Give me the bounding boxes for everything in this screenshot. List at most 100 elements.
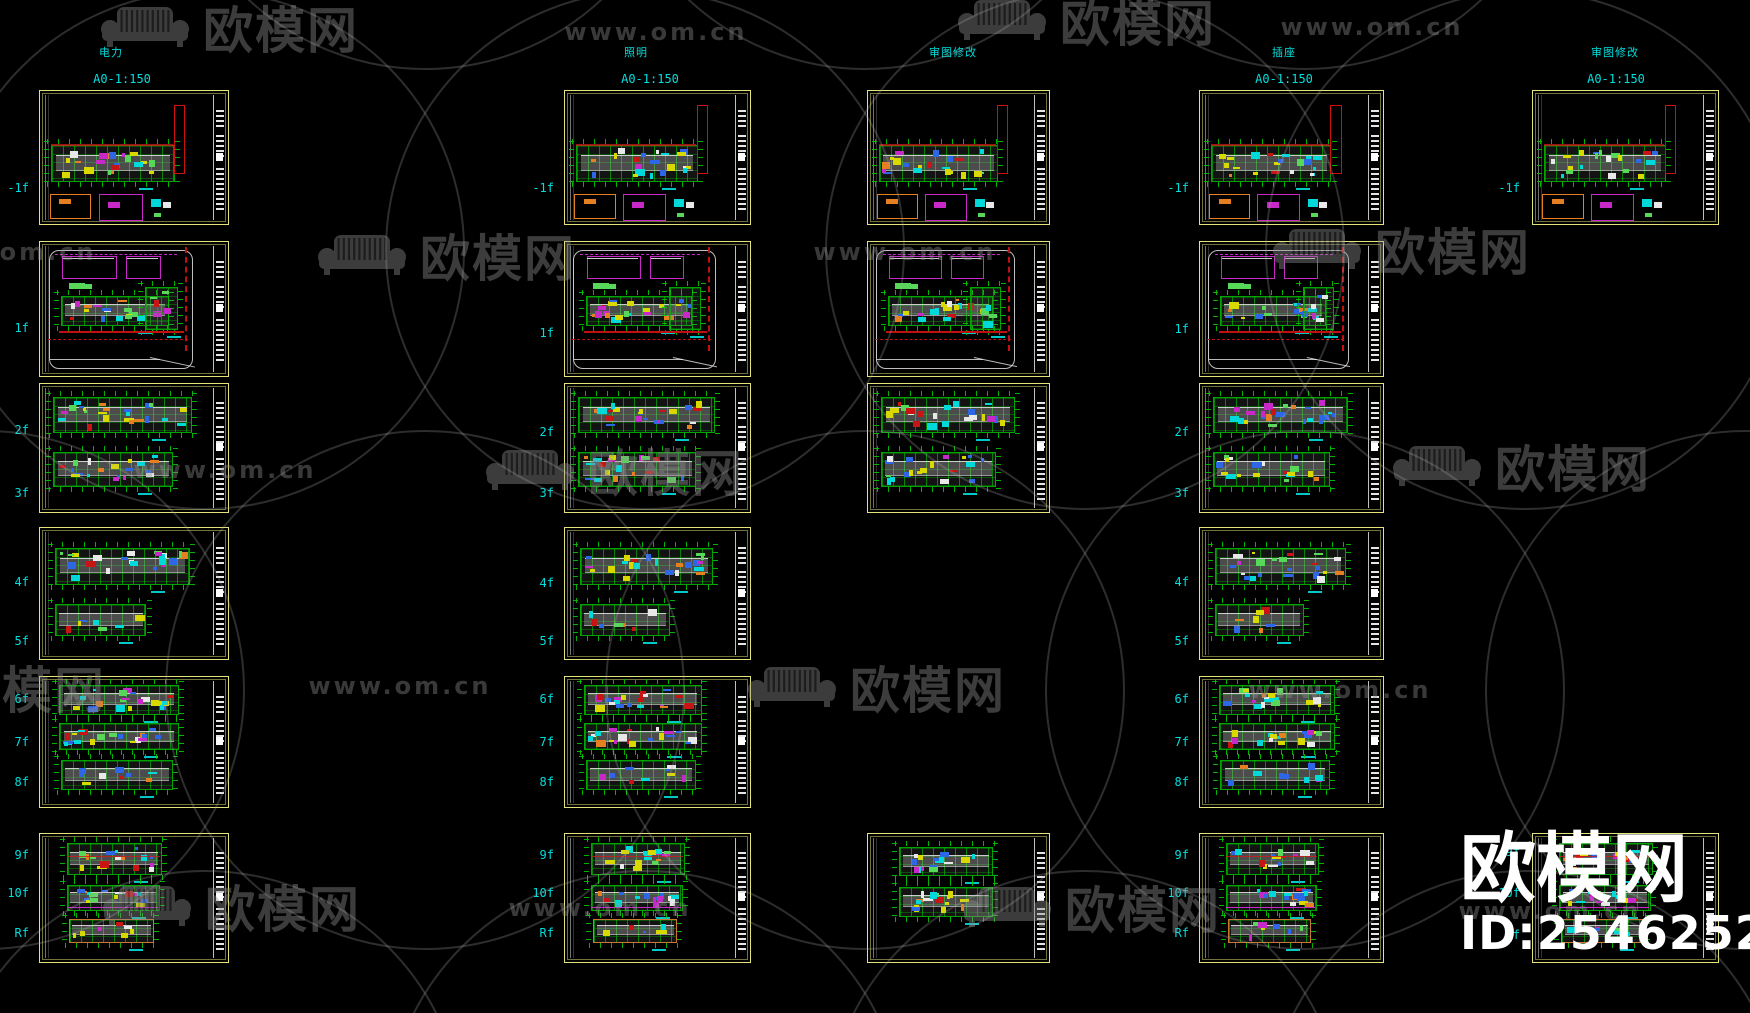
grid-ticks: [895, 881, 995, 887]
plan-element: [70, 303, 76, 309]
grid-ticks: [178, 719, 184, 753]
plan-element: [115, 850, 119, 854]
plan-element: [968, 414, 978, 421]
plan-element: [75, 300, 81, 308]
line-mark: [877, 358, 984, 360]
outline-shape: [574, 193, 616, 219]
plan-element: [83, 410, 87, 414]
grid-ticks: [1554, 914, 1560, 945]
floor-plan: [1227, 918, 1312, 943]
plan-element: [1593, 152, 1599, 155]
plan-element: [902, 162, 909, 168]
floor-label: Rf: [14, 926, 29, 940]
plan-element: [88, 423, 93, 431]
plan-element: [960, 171, 967, 179]
watermark-logo: 欧模网: [1389, 430, 1651, 502]
grid-ticks: [47, 139, 177, 144]
plan-element: [677, 152, 686, 156]
title-block-text: [738, 261, 746, 279]
plan-element: [158, 558, 166, 565]
plan-element: [1302, 730, 1307, 735]
outline-shape: [586, 255, 641, 280]
plan-element: [964, 922, 979, 925]
plan-element: [1616, 927, 1623, 931]
plan-element: [96, 701, 104, 707]
plan-element: [81, 781, 91, 786]
plan-element: [109, 170, 114, 175]
plan-element: [697, 561, 703, 564]
plan-element: [684, 741, 692, 744]
plan-element: [1272, 924, 1280, 929]
outline-shape: [1209, 193, 1251, 219]
floor-label: 6f: [1174, 692, 1189, 706]
grid-ticks: [873, 393, 879, 435]
outline-shape: [1208, 250, 1350, 370]
plan-element: [70, 575, 80, 581]
title-block: [735, 388, 747, 508]
line-mark: [1285, 257, 1315, 259]
plan-element: [134, 736, 142, 743]
plan-element: [685, 201, 694, 208]
title-block-text: [1037, 135, 1045, 158]
plan-element: [1229, 564, 1237, 569]
plan-element: [607, 565, 616, 573]
title-block-text: [216, 751, 224, 796]
plan-element: [944, 901, 949, 905]
plan-element: [1638, 174, 1645, 180]
plan-element: [1620, 948, 1635, 951]
plan-element: [664, 768, 669, 771]
plan-element: [623, 311, 629, 317]
plan-element: [1298, 900, 1309, 906]
drawing-sheet-sockets-5: [1199, 676, 1384, 808]
plan-element: [641, 152, 647, 157]
title-block: [213, 388, 225, 508]
plan-element: [917, 471, 922, 475]
title-block-stamp: [1037, 152, 1044, 161]
title-block-stamp: [1706, 893, 1713, 902]
plan-element: [641, 456, 651, 460]
plan-element: [98, 403, 107, 407]
plan-element: [116, 474, 120, 479]
plan-element: [97, 866, 107, 870]
grid-ticks: [579, 678, 704, 684]
plan-element: [1302, 418, 1307, 425]
title-block: [1368, 532, 1380, 655]
grid-ticks: [1214, 714, 1338, 720]
plan-element: [666, 476, 677, 484]
plan-element: [932, 150, 939, 158]
plan-element: [145, 473, 155, 477]
plan-element: [977, 212, 985, 217]
watermark-logo-text: 欧模网: [1060, 0, 1216, 53]
grid-ticks: [876, 432, 1017, 438]
plan-element: [72, 732, 78, 736]
plan-element: [1266, 624, 1276, 627]
grid-ticks: [1650, 880, 1656, 914]
drawing-sheet-power-1: [39, 90, 229, 225]
plan-element: [124, 418, 134, 423]
title-block-stamp: [1037, 303, 1044, 312]
plan-element: [111, 464, 119, 470]
floor-plan: [1561, 918, 1646, 943]
outline-shape: [696, 104, 709, 174]
title-block-text: [1037, 402, 1045, 420]
plan-element: [103, 415, 109, 422]
plan-element: [1287, 929, 1291, 935]
plan-element: [1312, 166, 1317, 171]
plan-element: [1560, 173, 1564, 179]
title-block-stamp: [216, 588, 223, 597]
plan-walls: [589, 304, 689, 317]
plan-element: [651, 860, 659, 866]
floor-plan: [53, 451, 174, 488]
floor-label: 4f: [539, 576, 554, 590]
plan-element: [608, 301, 617, 307]
plan-element: [179, 407, 187, 413]
floor-plan: [1225, 843, 1319, 875]
grid-ticks: [992, 843, 998, 879]
plan-element: [57, 417, 67, 421]
grid-ticks: [44, 141, 50, 185]
plan-element: [1263, 696, 1270, 700]
plan-element: [1278, 856, 1286, 859]
site-logo: 欧模网 ID:2546252: [1460, 830, 1750, 958]
plan-element: [1589, 893, 1595, 901]
